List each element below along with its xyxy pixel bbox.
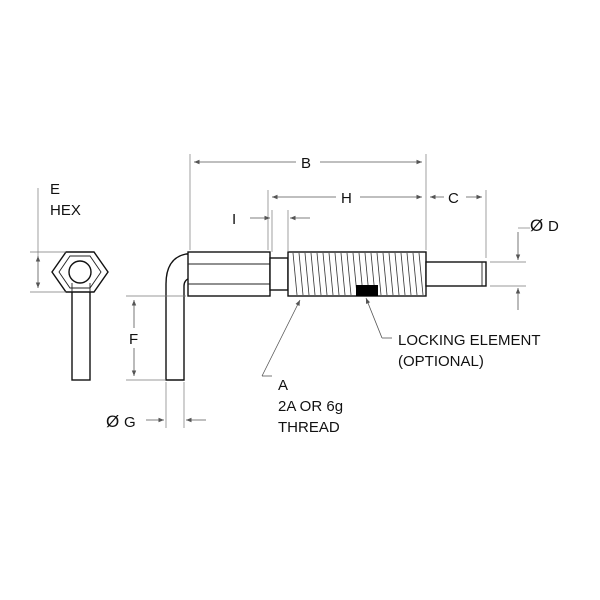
dimension-d: Ø D xyxy=(490,216,559,310)
dimension-h: H xyxy=(267,186,422,250)
label-i: I xyxy=(232,211,236,228)
thread-crest xyxy=(418,252,424,296)
thread-crest xyxy=(340,252,346,296)
thread-crest xyxy=(376,252,382,296)
thread-crest xyxy=(298,252,304,296)
label-locking-element: LOCKING ELEMENT xyxy=(398,332,541,349)
label-f: F xyxy=(129,331,138,348)
label-e: E xyxy=(50,181,60,198)
label-d-symbol: Ø xyxy=(530,216,543,235)
side-view xyxy=(165,251,487,381)
label-d: D xyxy=(548,218,559,235)
hex-body xyxy=(187,251,271,297)
thread-crest xyxy=(304,252,310,296)
dimension-f: F xyxy=(126,295,186,381)
label-g-symbol: Ø xyxy=(106,412,119,431)
hex-bore xyxy=(68,260,92,284)
leader-a: A 2A OR 6g THREAD xyxy=(261,299,343,436)
thread-crest xyxy=(400,252,406,296)
label-optional: (OPTIONAL) xyxy=(398,353,484,370)
thread-crest xyxy=(412,252,418,296)
dimension-e: E HEX xyxy=(30,181,81,293)
thread-crest xyxy=(388,252,394,296)
thread-crest xyxy=(346,252,352,296)
label-hex: HEX xyxy=(50,202,81,219)
plunger-pin xyxy=(425,261,487,287)
bent-handle xyxy=(165,253,191,381)
dimension-c: C xyxy=(430,186,487,258)
thread-crest xyxy=(292,252,298,296)
end-view xyxy=(51,251,109,381)
shoulder xyxy=(269,257,289,291)
locking-element xyxy=(356,285,378,296)
label-c: C xyxy=(448,190,459,207)
thread-crest xyxy=(316,252,322,296)
dimension-i: I xyxy=(232,210,310,252)
thread-crest xyxy=(382,252,388,296)
thread-crest xyxy=(394,252,400,296)
label-b: B xyxy=(301,155,311,172)
leader-locking-element: LOCKING ELEMENT (OPTIONAL) xyxy=(365,297,541,370)
label-thread: THREAD xyxy=(278,419,340,436)
label-g: G xyxy=(124,414,136,431)
dimension-g: Ø G xyxy=(106,382,206,431)
thread-crest xyxy=(310,252,316,296)
thread-crest xyxy=(322,252,328,296)
label-a: A xyxy=(278,377,288,394)
label-thread-spec: 2A OR 6g xyxy=(278,398,343,415)
thread-crest xyxy=(328,252,334,296)
dimension-b: B xyxy=(189,150,427,250)
thread-crest xyxy=(406,252,412,296)
thread-crest xyxy=(334,252,340,296)
label-h: H xyxy=(341,190,352,207)
